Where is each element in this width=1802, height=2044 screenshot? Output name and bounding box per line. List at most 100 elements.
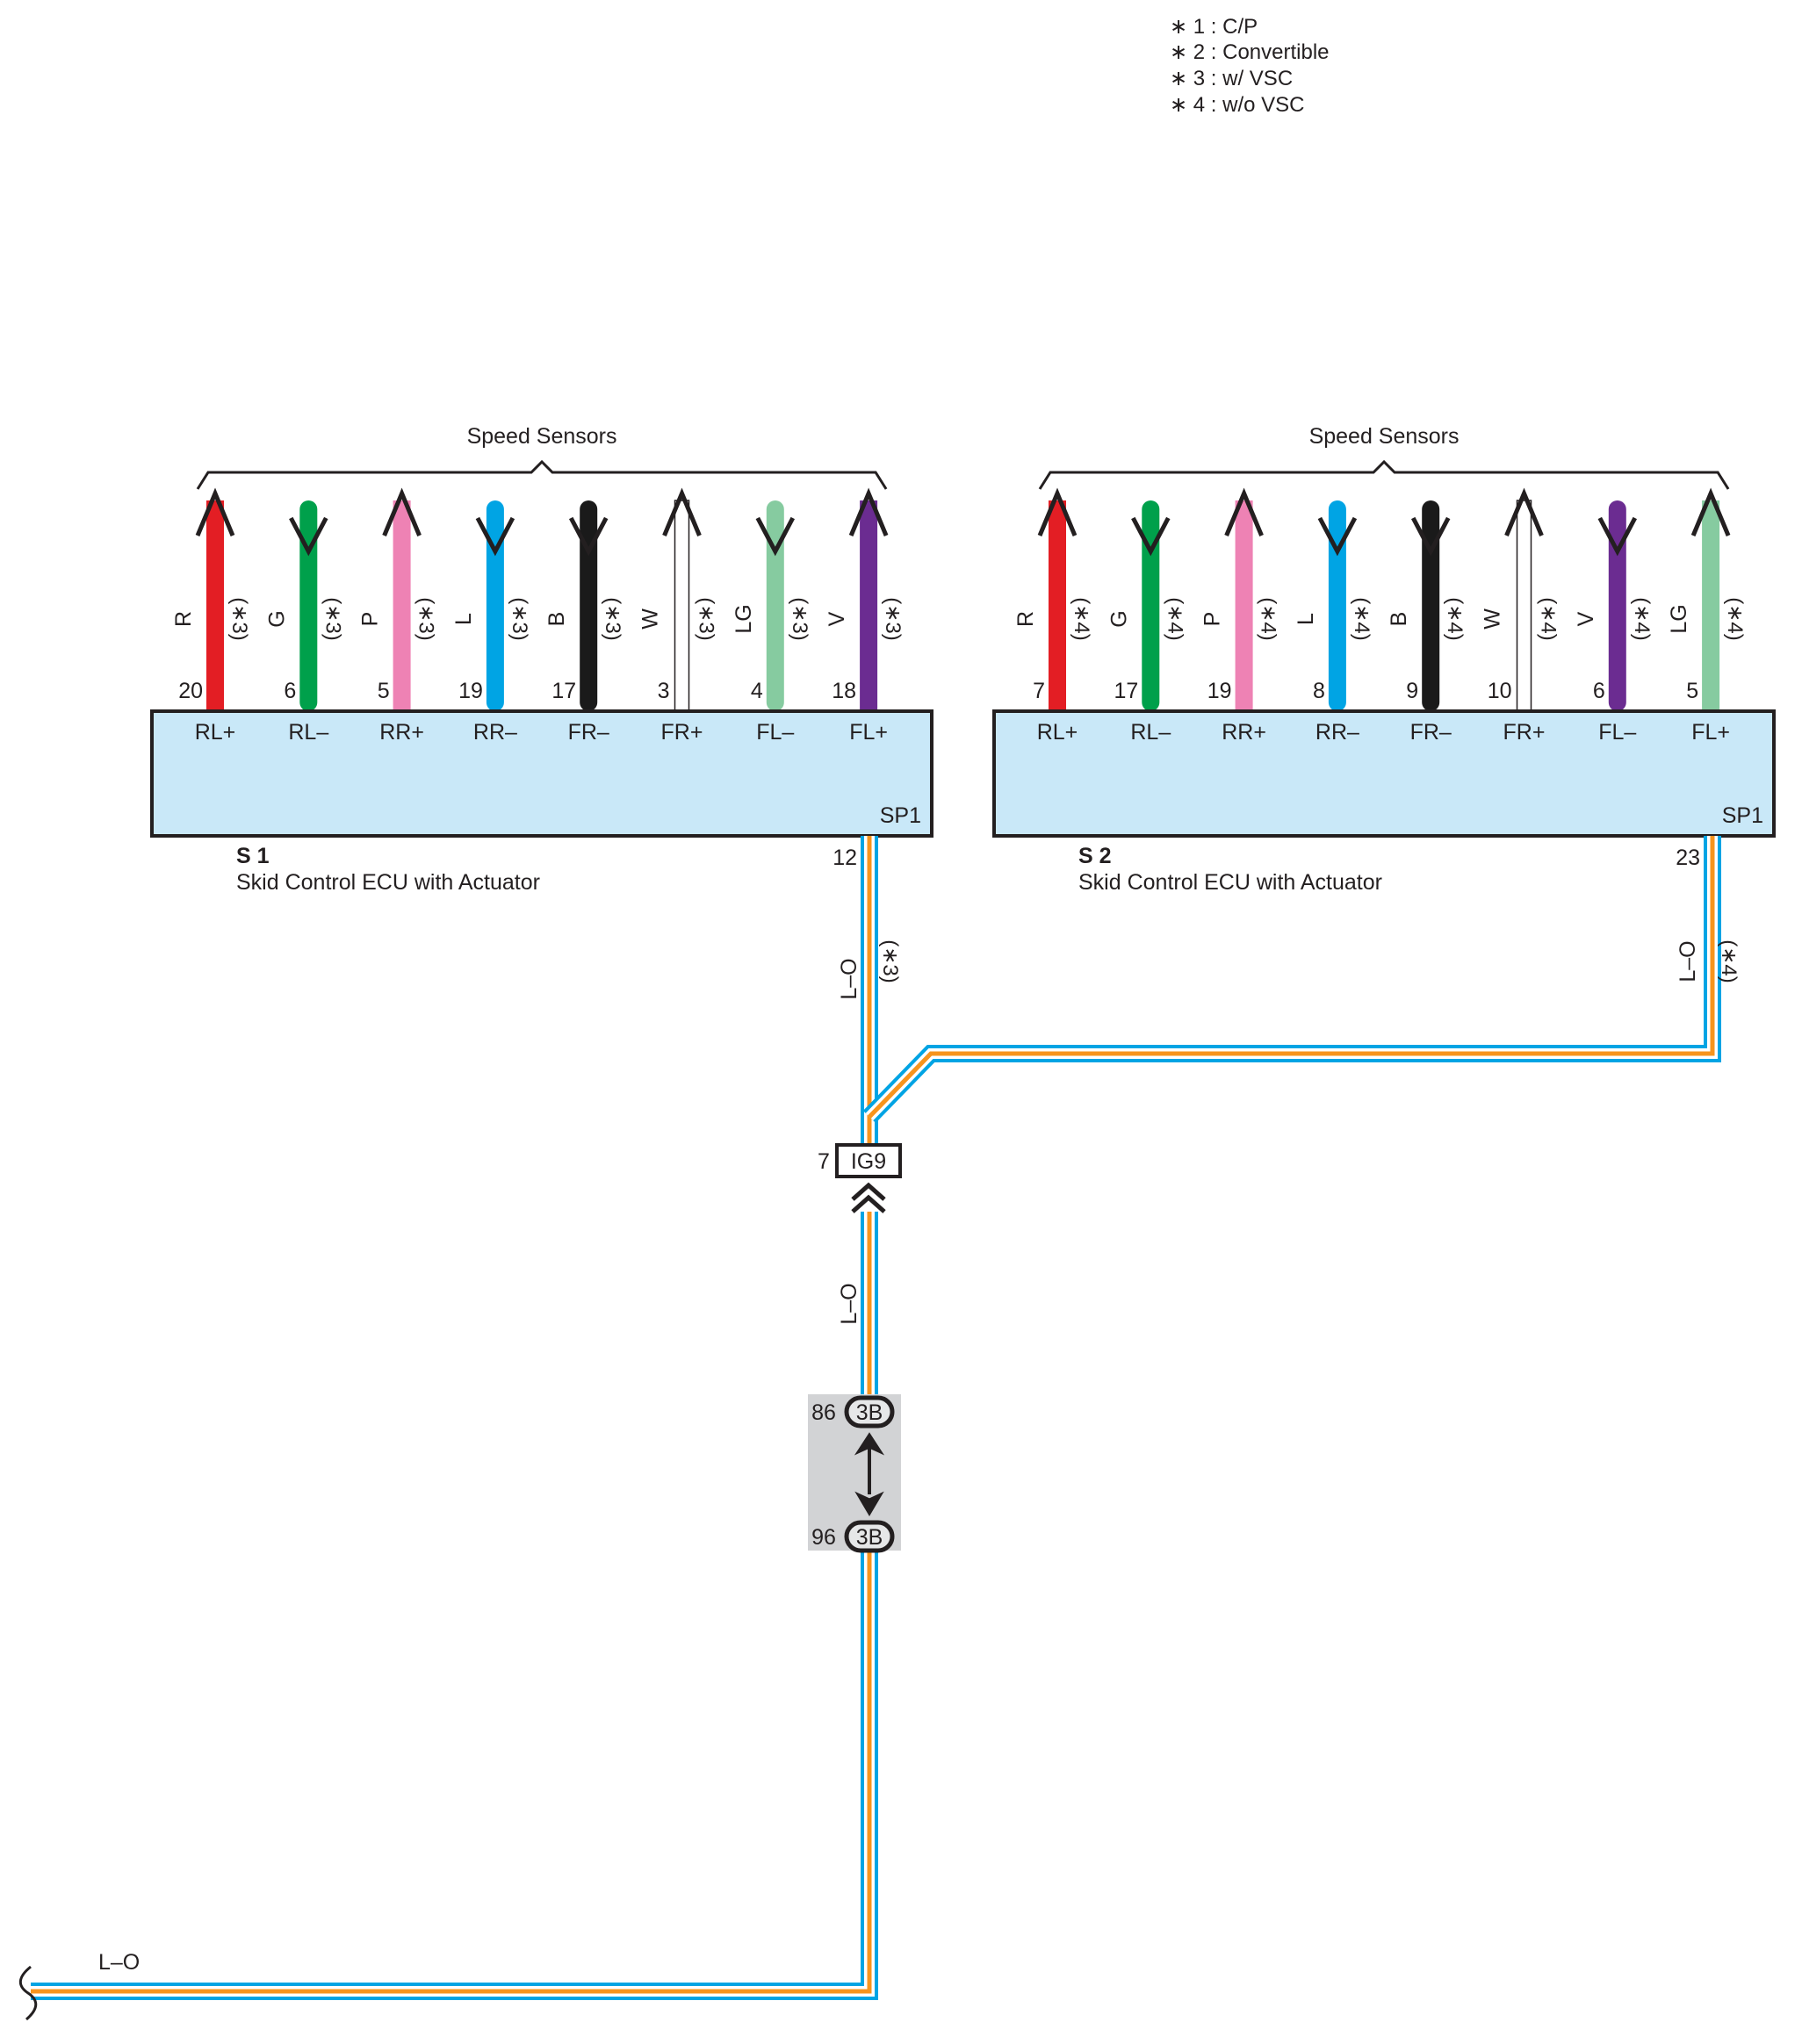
note-2: ∗ 2 : Convertible bbox=[1170, 40, 1330, 64]
wire-color-code: G bbox=[264, 610, 289, 627]
wire-color-code: B bbox=[1387, 612, 1411, 627]
arrow-up-icon bbox=[195, 487, 235, 536]
pin-number: 5 bbox=[378, 679, 390, 703]
arrow-down-icon bbox=[1597, 516, 1638, 557]
pin-number: 17 bbox=[551, 679, 576, 703]
wire-note: (∗4) bbox=[1163, 597, 1186, 640]
wire-note: (∗3) bbox=[601, 597, 624, 640]
terminal-label: FL– bbox=[1598, 720, 1636, 745]
pin-number: 9 bbox=[1406, 679, 1418, 703]
terminal-label: FR– bbox=[1410, 720, 1452, 745]
ecu-code: S 1 bbox=[236, 844, 270, 868]
wire-note: (∗3) bbox=[227, 597, 251, 640]
terminal-label: RL+ bbox=[1037, 720, 1078, 745]
arrow-down-icon bbox=[1410, 516, 1451, 557]
junction-bottom-label: 3B bbox=[856, 1525, 883, 1550]
pin-number: 19 bbox=[1207, 679, 1232, 703]
mid-wire-label: L–O bbox=[837, 1283, 861, 1324]
arrow-up-icon bbox=[382, 487, 422, 536]
ig9-label: IG9 bbox=[851, 1149, 886, 1174]
wire-color-code: P bbox=[358, 612, 383, 627]
wire-p-RR+: P (∗3) 5 bbox=[358, 487, 438, 711]
terminal-label: RR+ bbox=[379, 720, 424, 745]
junction-top-label: 3B bbox=[856, 1400, 883, 1425]
wire-v-FL+: V(∗3)18 bbox=[825, 487, 905, 711]
pin-number: 10 bbox=[1488, 679, 1512, 703]
terminal-label: FR+ bbox=[661, 720, 703, 745]
wire-color-code: B bbox=[544, 612, 569, 627]
junction-bottom-pin: 96 bbox=[811, 1525, 836, 1550]
arrow-down-icon bbox=[475, 516, 515, 557]
wire-color-code: LG bbox=[732, 604, 756, 633]
wire-note: (∗3) bbox=[321, 597, 344, 640]
wire-color-code: V bbox=[1574, 611, 1598, 626]
terminal-label: RL– bbox=[288, 720, 328, 745]
arrow-up-icon bbox=[1504, 487, 1544, 536]
note-1: ∗ 1 : C/P bbox=[1170, 15, 1258, 39]
pin-number: 20 bbox=[178, 679, 203, 703]
wire-lg-FL+: LG(∗4)5 bbox=[1667, 487, 1747, 711]
arrow-up-icon bbox=[1224, 487, 1264, 536]
wire-note: (∗3) bbox=[788, 597, 811, 640]
terminal-label: FL+ bbox=[849, 720, 888, 745]
pin-number: 4 bbox=[751, 679, 763, 703]
trunk-labels: L–O (∗3) L–O (∗4) L–O L–O bbox=[98, 939, 1741, 1975]
wire-color-code: L bbox=[1294, 613, 1318, 625]
wire-note: (∗4) bbox=[1350, 597, 1373, 640]
terminal-label: FR– bbox=[568, 720, 609, 745]
wire-note: (∗4) bbox=[1443, 597, 1467, 640]
junction-top-pin: 86 bbox=[811, 1400, 836, 1425]
wire-w-FR+: W(∗3)3 bbox=[638, 487, 718, 712]
wire-color-code: P bbox=[1200, 612, 1225, 627]
wire-color-code: W bbox=[1481, 608, 1505, 630]
terminal-label: FL– bbox=[756, 720, 794, 745]
terminal-label: RR+ bbox=[1222, 720, 1266, 745]
out-pin-number: 23 bbox=[1676, 846, 1700, 870]
wire-note: (∗3) bbox=[695, 597, 718, 640]
bottom-wire-label: L–O bbox=[98, 1950, 140, 1975]
ecu-box bbox=[992, 709, 1776, 838]
wire-l-RR–: L (∗4) 8 bbox=[1294, 500, 1373, 711]
speed-sensors-label: Speed Sensors bbox=[467, 424, 617, 449]
speed-sensors-bracket bbox=[1038, 459, 1730, 490]
speed-sensors-bracket bbox=[196, 459, 888, 490]
wire-v-FL–: V(∗4)6 bbox=[1574, 500, 1654, 711]
wire-color-code: LG bbox=[1667, 604, 1691, 633]
wire-b-FR–: B (∗3) 17 bbox=[544, 500, 624, 711]
wire-w-FR+: W(∗4)10 bbox=[1481, 487, 1561, 712]
wire-note: (∗4) bbox=[1257, 597, 1280, 640]
pin-number: 18 bbox=[832, 679, 856, 703]
ig9-pin: 7 bbox=[818, 1149, 830, 1174]
terminal-label: RR– bbox=[1315, 720, 1359, 745]
wire-color-code: G bbox=[1106, 610, 1131, 627]
arrow-down-icon bbox=[568, 516, 609, 557]
notes-legend: ∗ 1 : C/P ∗ 2 : Convertible ∗ 3 : w/ VSC… bbox=[1170, 15, 1330, 117]
ecu-s2: Speed SensorsR(∗4)7G(∗4)17P(∗4)19L(∗4)8B… bbox=[992, 424, 1776, 895]
ecu-s1: Speed SensorsR(∗3)20G(∗3)6P(∗3)5L(∗3)19B… bbox=[150, 424, 933, 895]
arrow-up-icon bbox=[662, 487, 702, 536]
wire-color-code: R bbox=[1013, 611, 1038, 627]
wire-note: (∗3) bbox=[508, 597, 531, 640]
terminal-label: RL+ bbox=[195, 720, 236, 745]
wire-r-RL+: R (∗4) 7 bbox=[1013, 487, 1093, 711]
junction-3b: 3B 86 3B 96 bbox=[808, 1394, 901, 1553]
wire-note: (∗4) bbox=[1630, 597, 1654, 640]
wire-note: (∗3) bbox=[414, 597, 438, 640]
arrow-up-icon bbox=[1690, 487, 1731, 536]
s1-out-wire-label: L–O bbox=[837, 958, 861, 999]
pin-number: 7 bbox=[1033, 679, 1045, 703]
note-3: ∗ 3 : w/ VSC bbox=[1170, 67, 1293, 90]
wire-note: (∗4) bbox=[1070, 597, 1093, 640]
wire-break-symbol bbox=[18, 1965, 38, 2021]
terminal-label: RL– bbox=[1130, 720, 1171, 745]
pin-number: 6 bbox=[284, 679, 296, 703]
ecu-name: Skid Control ECU with Actuator bbox=[236, 870, 540, 895]
s2-out-wire-label: L–O bbox=[1676, 940, 1700, 982]
wire-p-RR+: P (∗4) 19 bbox=[1200, 487, 1280, 711]
wire-g-RL–: G(∗4)17 bbox=[1106, 500, 1186, 711]
wire-note: (∗3) bbox=[881, 597, 905, 640]
pin-number: 8 bbox=[1313, 679, 1325, 703]
wire-lg-FL–: LG (∗3) 4 bbox=[732, 500, 811, 711]
